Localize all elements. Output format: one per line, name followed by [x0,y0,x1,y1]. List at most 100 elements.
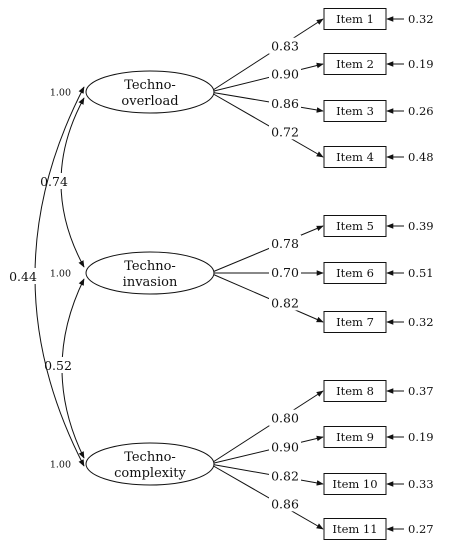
loading-value: 0.80 [271,411,299,426]
loading-label-group: 0.70 [269,264,301,280]
error-variance-value: 0.37 [408,384,434,398]
item-label: Item 2 [336,57,374,71]
item-label: Item 6 [336,266,374,280]
error-variance-value: 0.26 [408,104,434,118]
loading-path [209,225,324,274]
factor-name-line: Techno- [124,450,176,465]
loading-label-bg [269,234,301,251]
item-box [323,473,387,495]
loading-label-bg [269,94,301,111]
loading-value: 0.86 [271,96,299,111]
item-box [323,426,387,448]
loading-label-group: 0.80 [269,409,301,426]
loading-label-group: 0.82 [269,467,301,484]
factor-name-line: Techno- [124,78,176,93]
item-label: Item 7 [336,315,374,329]
loading-path [209,463,324,530]
loading-label-group: 0.82 [269,294,301,311]
loading-label-bg [269,37,301,54]
factor-name-line: complexity [114,466,186,481]
item-label: Item 11 [332,522,377,536]
item-box [323,100,387,122]
loading-label-group: 0.90 [269,438,301,455]
loading-label-bg [269,65,301,82]
loading-path [209,390,324,465]
item-label: Item 9 [336,430,374,444]
latent-factor-complexity [85,442,215,486]
loading-value: 0.83 [271,39,299,54]
loading-label-group: 0.86 [269,94,301,111]
loading-value: 0.90 [271,67,299,82]
loading-path [209,91,324,158]
factor-name-line: invasion [123,275,178,290]
loading-value: 0.70 [271,265,299,280]
loading-label-group: 0.90 [269,65,301,82]
factor-variance-label: 1.00 [50,460,71,471]
latent-factor-invasion [85,251,215,295]
loading-label-bg [269,495,301,512]
loading-label-group: 0.83 [269,37,301,54]
covariance-label-group: 0.52 [43,357,73,373]
loading-value: 0.86 [271,496,299,511]
error-variance-value: 0.19 [408,57,434,71]
covariance-value: 0.52 [44,358,72,373]
error-variance-value: 0.39 [408,219,434,233]
factor-variance-label: 1.00 [50,269,71,280]
loading-label-bg [269,123,301,140]
loading-label-bg [269,294,301,311]
error-variance-value: 0.51 [408,266,434,280]
item-label: Item 5 [336,219,374,233]
loading-label-group: 0.86 [269,495,301,512]
item-label: Item 8 [336,384,374,398]
loading-path [209,435,324,465]
covariance-label-bg [43,357,73,373]
loading-value: 0.90 [271,439,299,454]
item-box [323,53,387,75]
loading-path [209,91,324,113]
factor-loadings: 0.83 0.90 0.86 0.72 0.78 0.70 0.82 0.80 0.90 0.82… [209,18,324,530]
factor-name-line: overload [121,94,178,109]
covariance-label-group: 0.74 [39,173,69,189]
item-label: Item 10 [332,477,377,491]
error-variance-value: 0.33 [408,477,434,491]
error-variance-value: 0.32 [408,12,434,26]
item-box [323,518,387,540]
loading-path [209,62,324,93]
loading-path [209,463,324,486]
loading-label-bg [269,438,301,455]
covariance-label-bg [8,268,38,284]
item-box [323,8,387,30]
loading-label-bg [269,264,301,280]
loading-value: 0.78 [271,236,299,251]
loading-path [209,18,324,93]
error-variance-value: 0.32 [408,315,434,329]
item-box [323,262,387,284]
loading-label-group: 0.78 [269,234,301,251]
diagram-nodes: Techno-overload1.00Techno-invasion1.00Te… [50,8,434,540]
loading-value: 0.82 [271,468,299,483]
factor-name-line: Techno- [124,259,176,274]
item-box [323,215,387,237]
loading-value: 0.82 [271,295,299,310]
loading-label-bg [269,409,301,426]
item-box [323,311,387,333]
item-label: Item 1 [336,12,374,26]
loading-value: 0.72 [271,124,299,139]
error-variance-value: 0.19 [408,430,434,444]
covariance-value: 0.44 [9,269,37,284]
loading-label-group: 0.72 [269,123,301,140]
item-label: Item 4 [336,150,374,164]
covariance-arcs: 0.74 0.52 0.44 [8,86,85,467]
factor-variance-label: 1.00 [50,88,71,99]
error-variance-value: 0.27 [408,522,434,536]
item-box [323,380,387,402]
latent-factor-overload [85,70,215,114]
loading-path [209,272,324,323]
item-box [323,146,387,168]
covariance-value: 0.74 [40,174,68,189]
error-variance-value: 0.48 [408,150,434,164]
covariance-label-group: 0.44 [8,268,38,284]
item-label: Item 3 [336,104,374,118]
loading-label-bg [269,467,301,484]
